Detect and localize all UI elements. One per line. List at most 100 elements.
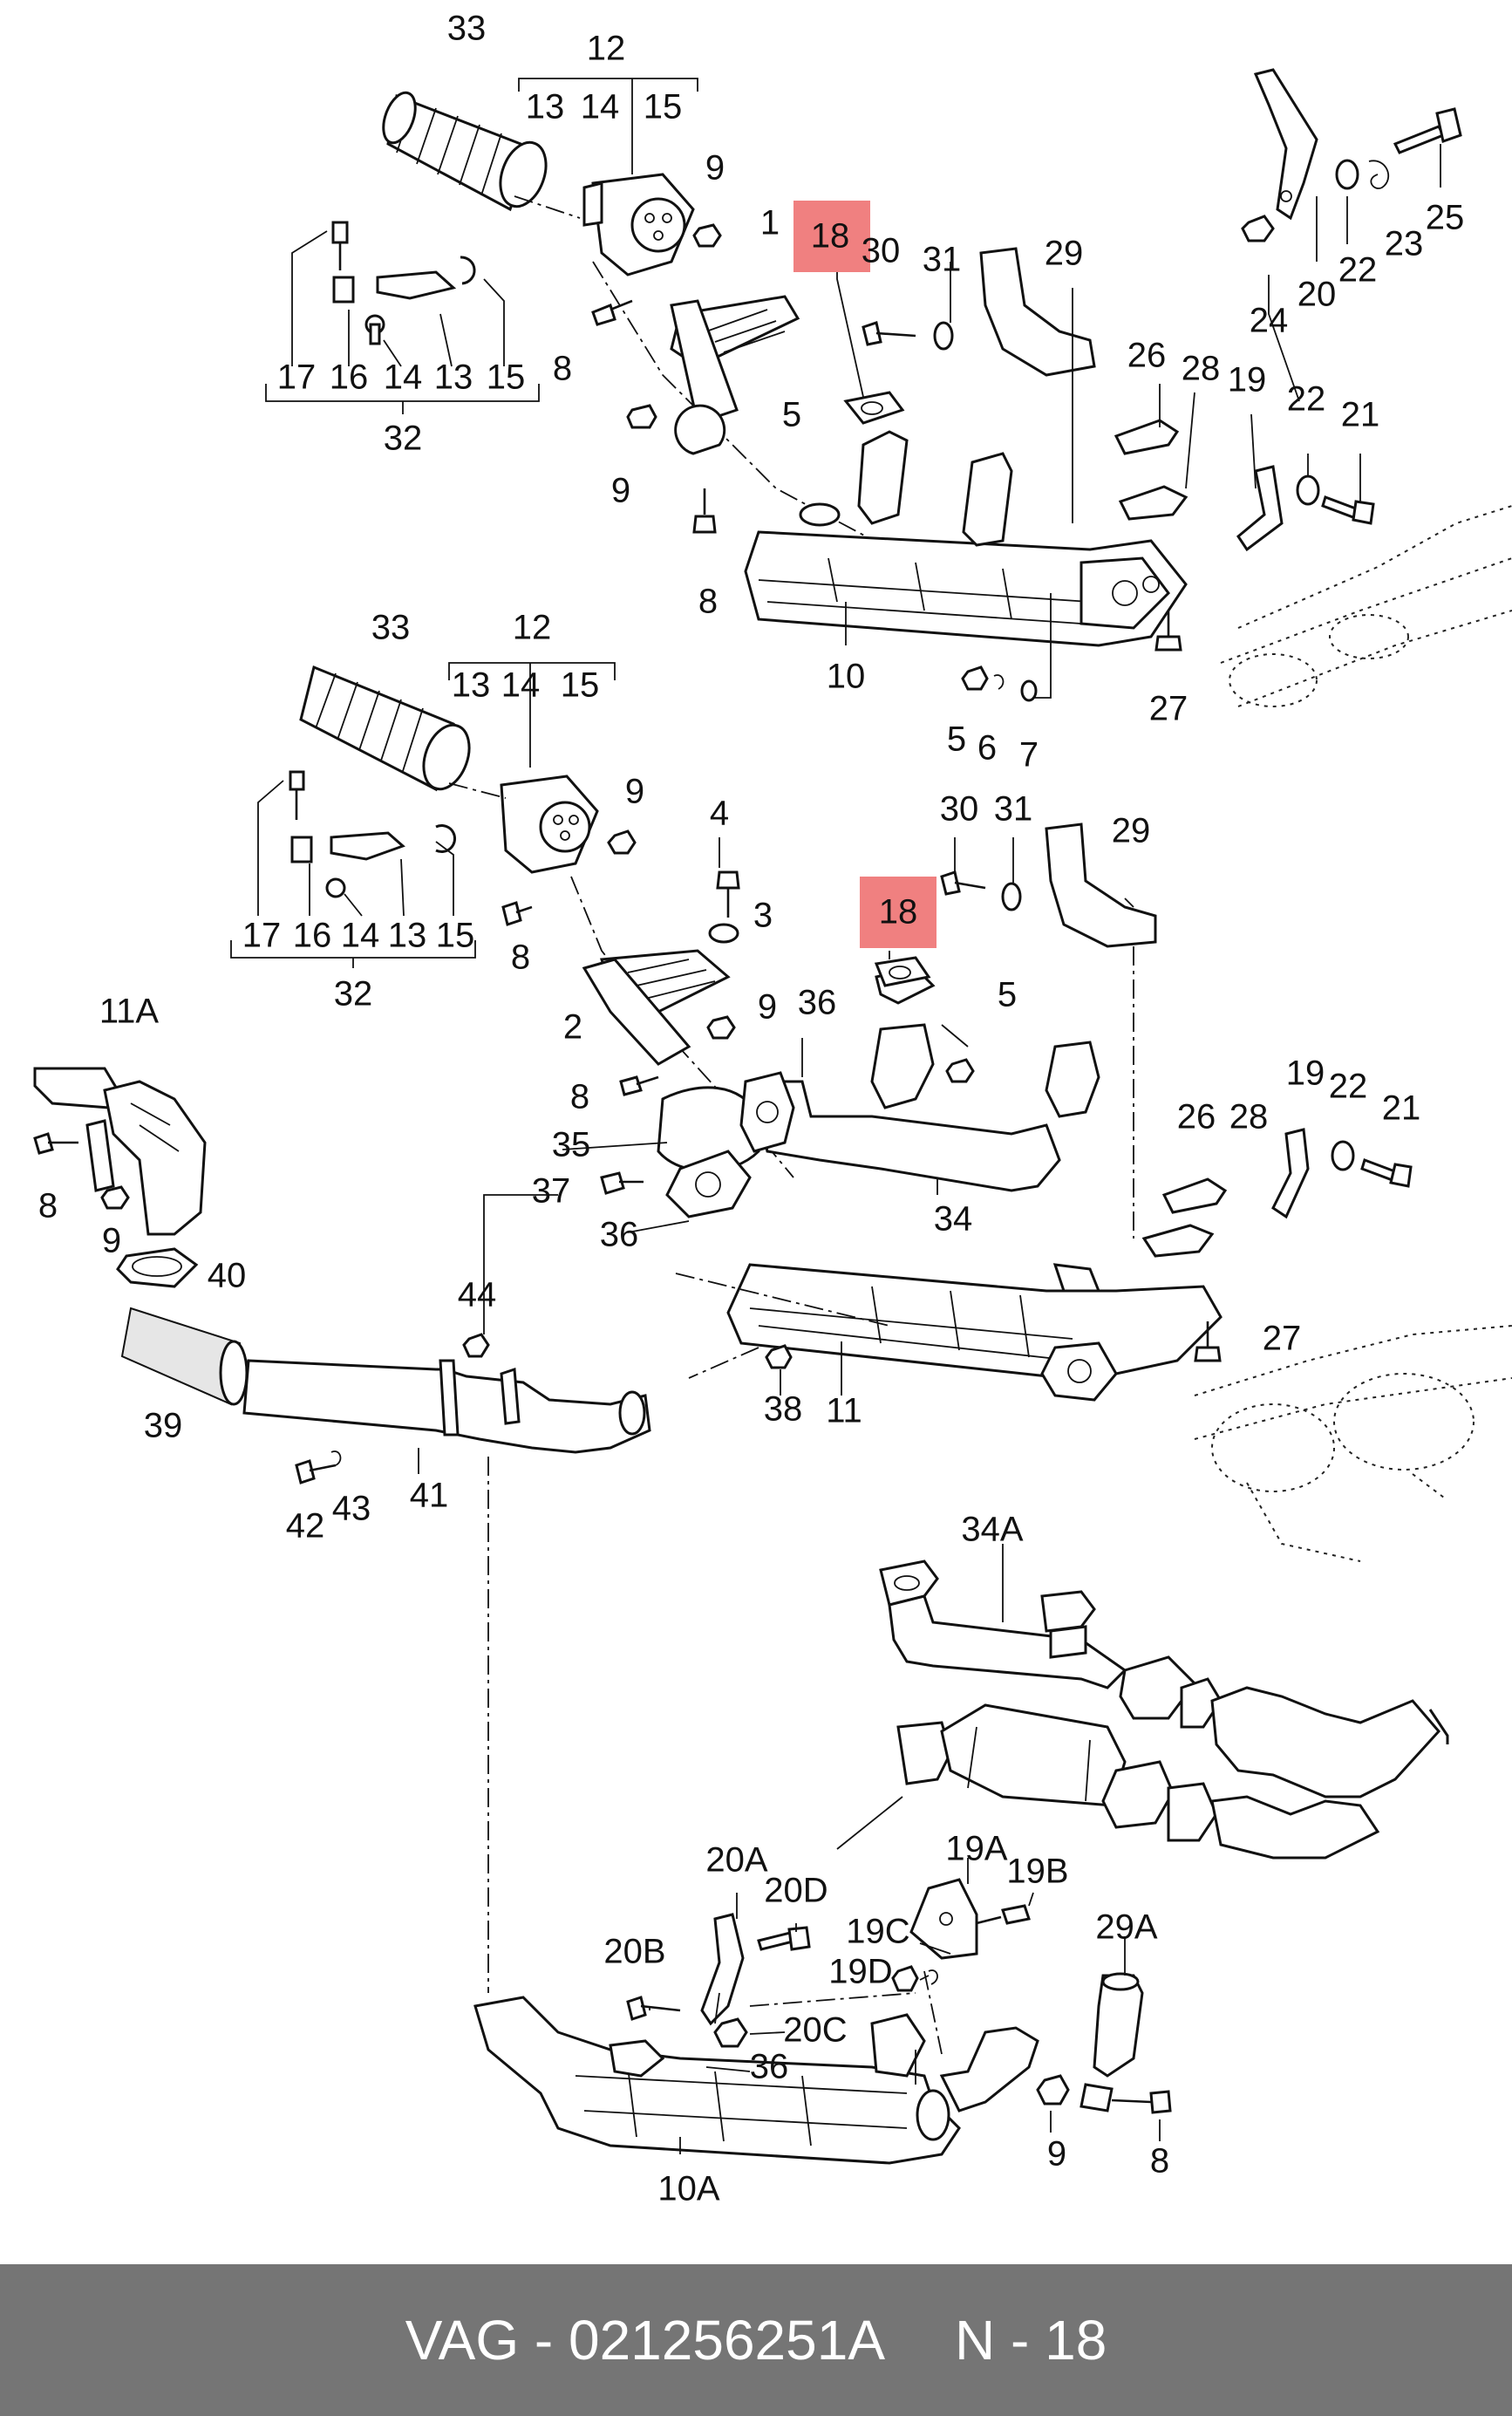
label-34A: 34A [961, 1511, 1023, 1549]
label-31-mid: 31 [994, 790, 1033, 829]
label-30-mid: 30 [940, 790, 979, 829]
label-8: 8 [553, 350, 572, 388]
middle-assembly [33, 662, 1512, 1993]
top-assembly [265, 68, 1512, 707]
label-7: 7 [1019, 736, 1039, 775]
label-5b: 5 [947, 720, 966, 759]
label-15-mid: 15 [561, 666, 600, 705]
exhaust-parts-diagram: 33 12 13 14 15 9 17 16 14 13 15 8 32 1 1… [33, 10, 1512, 2208]
footer-brand: VAG [405, 2309, 520, 2372]
label-20D: 20D [764, 1872, 828, 1910]
label-13b: 13 [434, 358, 473, 397]
muffler-10 [744, 502, 1188, 647]
label-24: 24 [1250, 302, 1289, 340]
highlight-18-mid [860, 877, 936, 948]
label-19D: 19D [828, 1953, 892, 1991]
label-9-mid: 9 [625, 773, 644, 811]
label-23: 23 [1385, 225, 1424, 263]
label-6: 6 [977, 729, 997, 768]
label-33: 33 [447, 10, 487, 48]
label-13: 13 [526, 88, 565, 126]
label-9: 9 [705, 149, 725, 188]
label-36b: 36 [600, 1216, 639, 1254]
footer-separator: - [534, 2309, 554, 2372]
label-44: 44 [458, 1276, 497, 1314]
label-19B: 19B [1006, 1853, 1068, 1891]
label-8c-mid: 8 [38, 1187, 58, 1225]
label-19A: 19A [945, 1830, 1007, 1868]
label-18-mid: 18 [879, 893, 918, 932]
highlight-18-top [793, 201, 870, 272]
footer-part-info: VAG - 021256251A [405, 2308, 885, 2372]
label-8b: 8 [698, 583, 718, 621]
label-27: 27 [1149, 690, 1188, 728]
label-11: 11 [826, 1392, 862, 1430]
diagram-canvas: 33 12 13 14 15 9 17 16 14 13 15 8 32 1 1… [33, 10, 1512, 2208]
label-13b-mid: 13 [388, 917, 427, 955]
valve-housing [582, 173, 695, 276]
label-1: 1 [760, 204, 780, 242]
label-33-mid: 33 [371, 609, 411, 647]
label-39: 39 [144, 1407, 183, 1445]
bottom-labels: 34A 20A 20D 19A 19B 19C 19D 29A 20B 20C … [603, 1511, 1169, 2208]
label-16-mid: 16 [293, 917, 332, 955]
label-16: 16 [330, 358, 369, 397]
label-35: 35 [552, 1126, 591, 1164]
top-labels: 33 12 13 14 15 9 17 16 14 13 15 8 32 1 1… [277, 10, 1465, 775]
label-32: 32 [384, 420, 423, 458]
label-19C: 19C [846, 1913, 909, 1951]
label-5: 5 [782, 396, 801, 434]
label-28-mid: 28 [1229, 1098, 1269, 1136]
label-17: 17 [277, 358, 317, 397]
label-19: 19 [1228, 361, 1267, 399]
label-13-mid: 13 [452, 666, 491, 705]
label-27-mid: 27 [1263, 1320, 1302, 1358]
label-42: 42 [286, 1507, 325, 1546]
label-22: 22 [1338, 251, 1378, 290]
label-8b-mid: 8 [570, 1078, 589, 1116]
muffler-11 [726, 1263, 1223, 1402]
label-14: 14 [581, 88, 620, 126]
label-26: 26 [1127, 337, 1167, 375]
label-3: 3 [753, 897, 773, 935]
label-29A: 29A [1095, 1908, 1157, 1947]
label-30: 30 [862, 232, 901, 270]
label-15: 15 [644, 88, 683, 126]
label-17-mid: 17 [242, 917, 282, 955]
label-14b-mid: 14 [341, 917, 380, 955]
manifold-34A [879, 1559, 1449, 1860]
label-29: 29 [1045, 235, 1084, 273]
label-20A: 20A [705, 1841, 767, 1880]
label-2: 2 [563, 1008, 582, 1047]
label-9-bottom: 9 [1047, 2135, 1066, 2174]
label-37: 37 [532, 1172, 571, 1211]
label-4: 4 [710, 795, 729, 833]
part-number-footer: VAG - 021256251A N - 18 [0, 2264, 1512, 2416]
label-19-mid: 19 [1286, 1054, 1325, 1093]
bottom-assembly [473, 1544, 1449, 2165]
label-8-mid: 8 [511, 938, 530, 977]
label-12-mid: 12 [513, 609, 552, 647]
bellows-hose [382, 91, 548, 212]
label-29-mid: 29 [1112, 812, 1151, 850]
pipe-41 [242, 1359, 651, 1454]
label-18: 18 [811, 217, 850, 256]
label-5-mid: 5 [998, 976, 1017, 1014]
footer-part-number: 021256251A [568, 2309, 886, 2372]
label-9c-mid: 9 [102, 1222, 121, 1260]
label-28: 28 [1182, 350, 1221, 388]
middle-labels: 33 12 13 14 15 9 17 16 14 13 15 8 32 4 3… [38, 609, 1420, 1546]
label-15b: 15 [487, 358, 526, 397]
muffler-10A [473, 1996, 1039, 2165]
label-31: 31 [923, 241, 962, 279]
label-40: 40 [208, 1257, 247, 1295]
label-22-mid: 22 [1329, 1068, 1368, 1106]
label-14b: 14 [384, 358, 423, 397]
bellows-hose-mid [299, 665, 471, 792]
label-11A: 11A [99, 993, 160, 1031]
label-9b-mid: 9 [758, 988, 777, 1027]
label-20: 20 [1297, 276, 1337, 314]
label-43: 43 [332, 1490, 371, 1528]
label-10A: 10A [657, 2170, 719, 2208]
label-21-mid: 21 [1382, 1089, 1421, 1128]
